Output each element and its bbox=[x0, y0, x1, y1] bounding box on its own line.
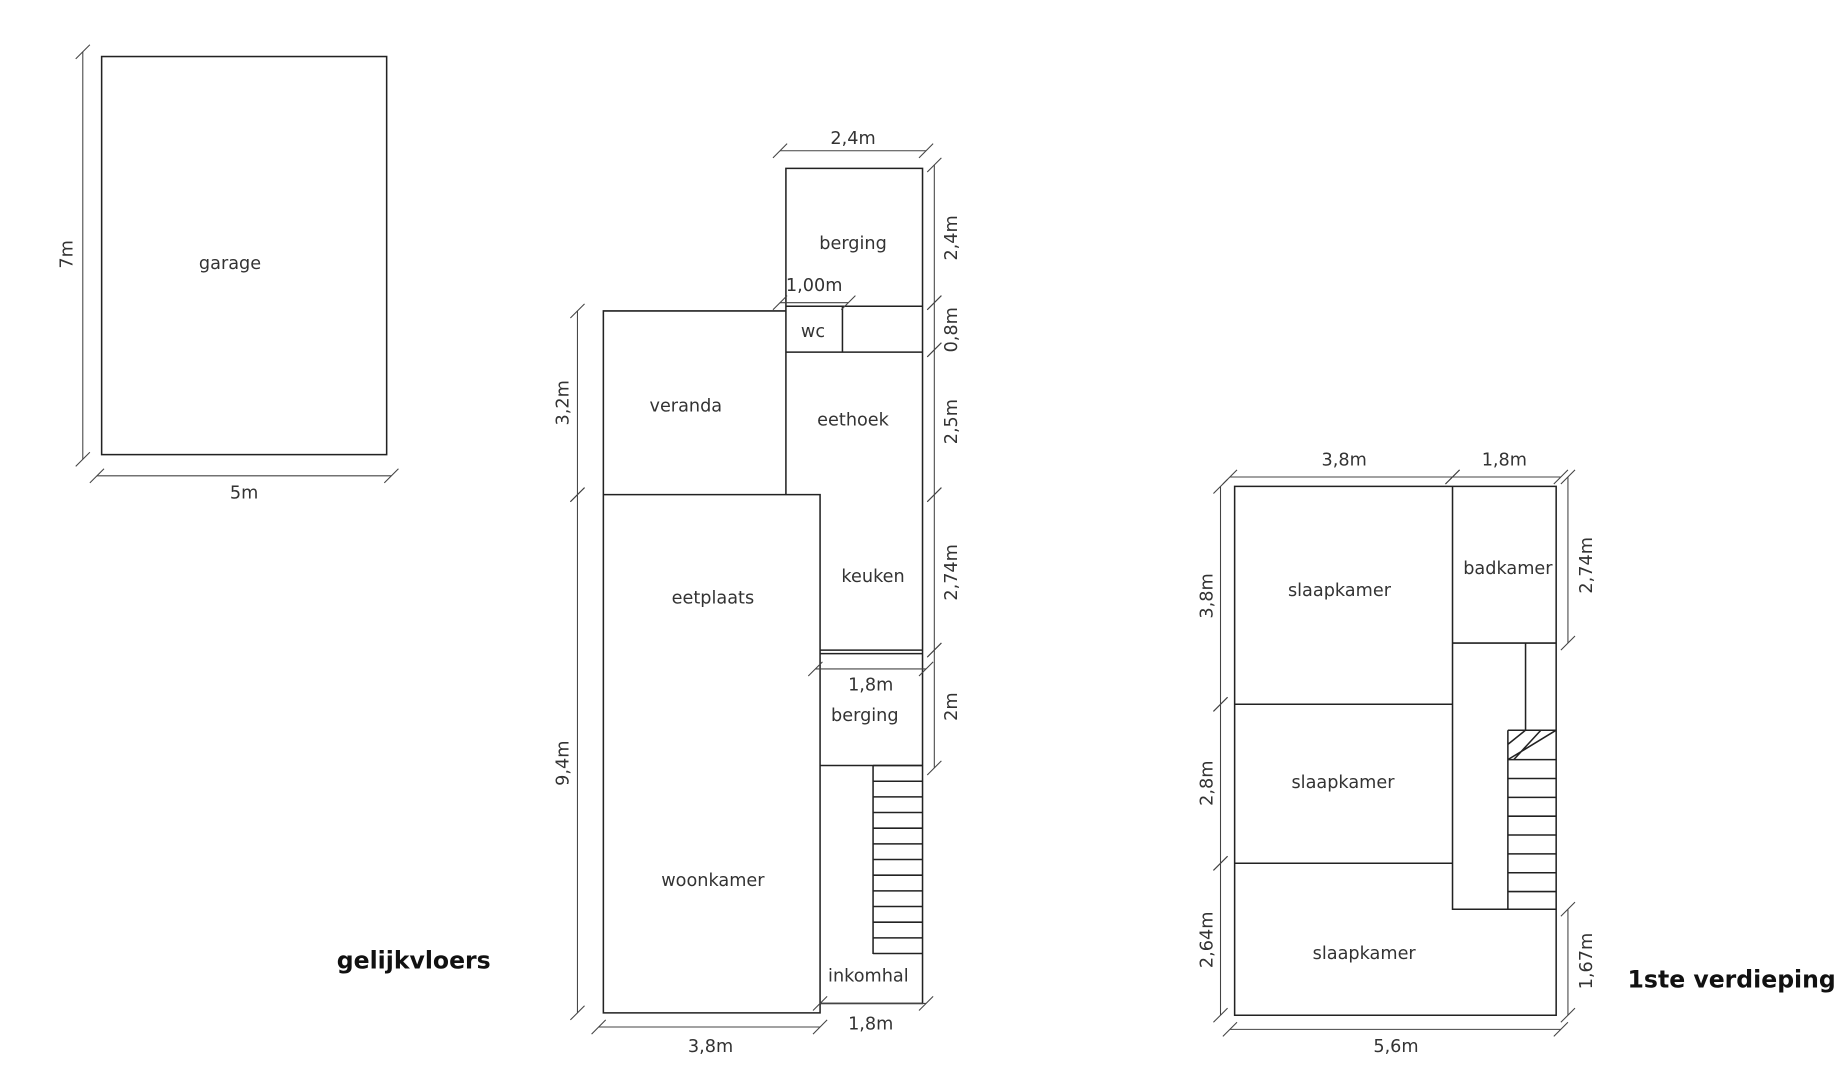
dimension-tick bbox=[926, 642, 942, 658]
dimension-tick bbox=[772, 295, 788, 311]
dimension-tick bbox=[840, 295, 856, 311]
dimension-tick bbox=[926, 295, 942, 311]
dimension-label: 5,6m bbox=[1373, 1037, 1418, 1057]
ground-floor-title: gelijkvloers bbox=[337, 947, 491, 975]
dimension-label: 5m bbox=[230, 483, 258, 503]
first-floor-title: 1ste verdieping bbox=[1628, 966, 1836, 994]
dimension-tick bbox=[1213, 1007, 1228, 1023]
dimension-label: 2,8m bbox=[1198, 761, 1218, 806]
ground-floor-walls bbox=[602, 167, 924, 1014]
dimension-label: 3,8m bbox=[688, 1037, 733, 1057]
dimension-tick bbox=[1560, 1007, 1576, 1023]
dimension-tick bbox=[926, 342, 942, 358]
dimension-label: 9,4m bbox=[553, 741, 573, 786]
dimension-label: 3,8m bbox=[1322, 451, 1367, 471]
room-label-bedroom-2: slaapkamer bbox=[1291, 773, 1395, 793]
dimension-label: 0,8m bbox=[942, 307, 962, 352]
room-label-garage: garage bbox=[199, 254, 261, 274]
dimension-tick bbox=[812, 996, 828, 1011]
dimension-label: 1,67m bbox=[1577, 933, 1597, 990]
dimension-label: 3,2m bbox=[553, 380, 573, 425]
dimension-tick bbox=[1553, 469, 1569, 485]
dimension-tick bbox=[75, 451, 91, 467]
dimension-tick bbox=[1213, 855, 1228, 871]
room-label-berging-back: berging bbox=[819, 234, 887, 254]
dimension-tick bbox=[570, 1005, 585, 1021]
dimension-tick bbox=[926, 487, 942, 503]
dimension-label: 1,00m bbox=[786, 276, 843, 296]
dimension-tick bbox=[807, 661, 823, 677]
dimension-tick bbox=[812, 1019, 828, 1035]
dimension-tick bbox=[1213, 696, 1228, 712]
dimension-label: 1,8m bbox=[1482, 451, 1527, 471]
room-label-veranda: veranda bbox=[650, 396, 723, 416]
dimension-tick bbox=[1560, 901, 1576, 917]
room-label-woonkamer: woonkamer bbox=[661, 871, 765, 891]
dimension-tick bbox=[1222, 1021, 1238, 1037]
dimension-label: 2,5m bbox=[942, 399, 962, 444]
dimension-tick bbox=[1445, 469, 1460, 485]
room-label-inkomhal: inkomhal bbox=[828, 966, 909, 986]
dimension-tick bbox=[591, 1019, 607, 1035]
room-label-bathroom: badkamer bbox=[1463, 559, 1553, 579]
dimension-tick bbox=[1560, 635, 1576, 651]
room-label-bedroom-1: slaapkamer bbox=[1288, 581, 1392, 601]
room-label-bedroom-3: slaapkamer bbox=[1313, 944, 1417, 964]
room-label-keuken: keuken bbox=[841, 567, 904, 587]
room-label-wc: wc bbox=[801, 322, 825, 342]
dimension-tick bbox=[383, 468, 399, 484]
dimension-label: 7m bbox=[57, 240, 77, 268]
room-label-eetplaats: eetplaats bbox=[672, 588, 755, 608]
dimension-tick bbox=[75, 44, 91, 60]
dimension-label: 3,8m bbox=[1198, 573, 1218, 618]
dimension-label: 2,74m bbox=[1577, 537, 1597, 594]
garage-outline bbox=[100, 55, 388, 456]
walls bbox=[100, 55, 1557, 1016]
dimension-label: 1,8m bbox=[848, 675, 893, 695]
first-floor-walls bbox=[1233, 485, 1557, 1016]
room-label-eethoek: eethoek bbox=[817, 410, 890, 430]
dimension-tick bbox=[926, 157, 942, 173]
dimension-label: 2m bbox=[942, 692, 962, 720]
dimension-label: 2,64m bbox=[1198, 912, 1218, 969]
dimension-tick bbox=[918, 143, 934, 159]
dimension-tick bbox=[926, 760, 942, 776]
dimension-label: 1,8m bbox=[848, 1015, 893, 1035]
dimension-tick bbox=[1553, 1021, 1569, 1037]
dimension-tick bbox=[772, 143, 788, 159]
dimension-tick bbox=[1560, 469, 1576, 485]
dimension-tick bbox=[89, 468, 105, 484]
dimension-tick bbox=[1213, 478, 1228, 494]
stairs bbox=[872, 758, 1557, 955]
dimension-label: 2,4m bbox=[830, 129, 875, 149]
dimension-lines: 7m 5m 2,4m 1,00m 2,4m 0,8m 2,5m 2,74m 2m 1,8m 3,2m… bbox=[57, 44, 1597, 1057]
dimension-label: 2,74m bbox=[942, 544, 962, 601]
dimension-tick bbox=[570, 487, 585, 503]
dimension-tick bbox=[918, 996, 934, 1011]
room-label-berging-front: berging bbox=[831, 706, 899, 726]
dimension-label: 2,4m bbox=[942, 215, 962, 260]
dimension-tick bbox=[918, 661, 934, 677]
dimension-tick bbox=[570, 303, 585, 319]
